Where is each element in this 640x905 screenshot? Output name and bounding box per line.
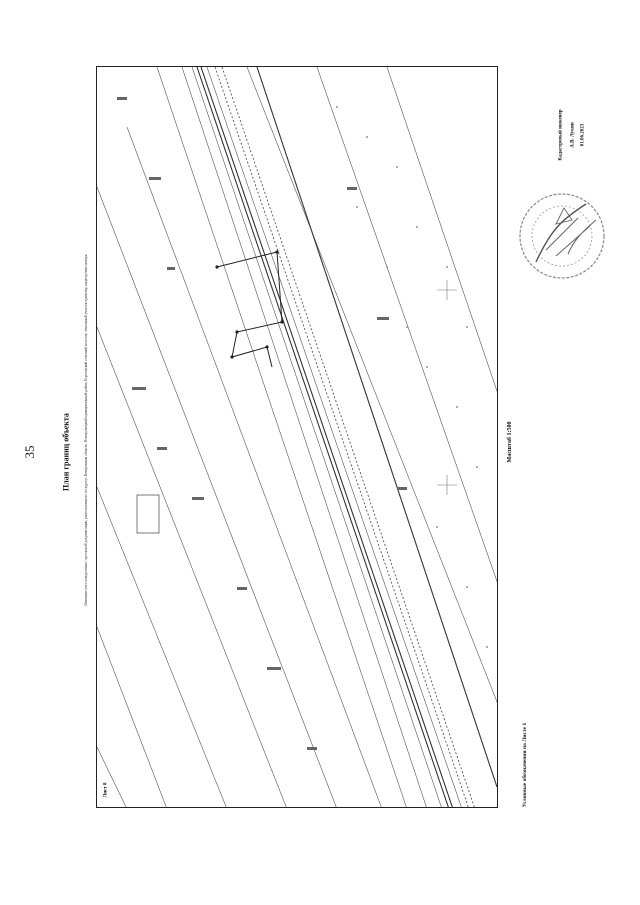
page-number: 35 [22,445,37,459]
plan-subtitle: Описание мест и выделения / проектной до… [84,254,88,606]
engineer-block: Кадастровый инженер А.В. Лукин 01.06.202… [551,90,595,180]
scale-label: Масштаб 1:500 [507,421,513,463]
round-stamp-icon [519,193,605,279]
plan-title: План границ объекта [61,413,71,491]
legend-note: Условные обозначения на Листе 1 [522,722,528,808]
engineer-name: А.В. Лукин [570,122,576,148]
drawing-canvas [97,67,497,807]
engineer-role: Кадастровый инженер [558,109,564,161]
seal-stamp [516,190,608,282]
crosshair-icon [437,280,457,495]
signature-icon [535,203,587,263]
cadastral-drawing [96,66,498,808]
engineer-date: 01.06.2023 [580,123,586,147]
